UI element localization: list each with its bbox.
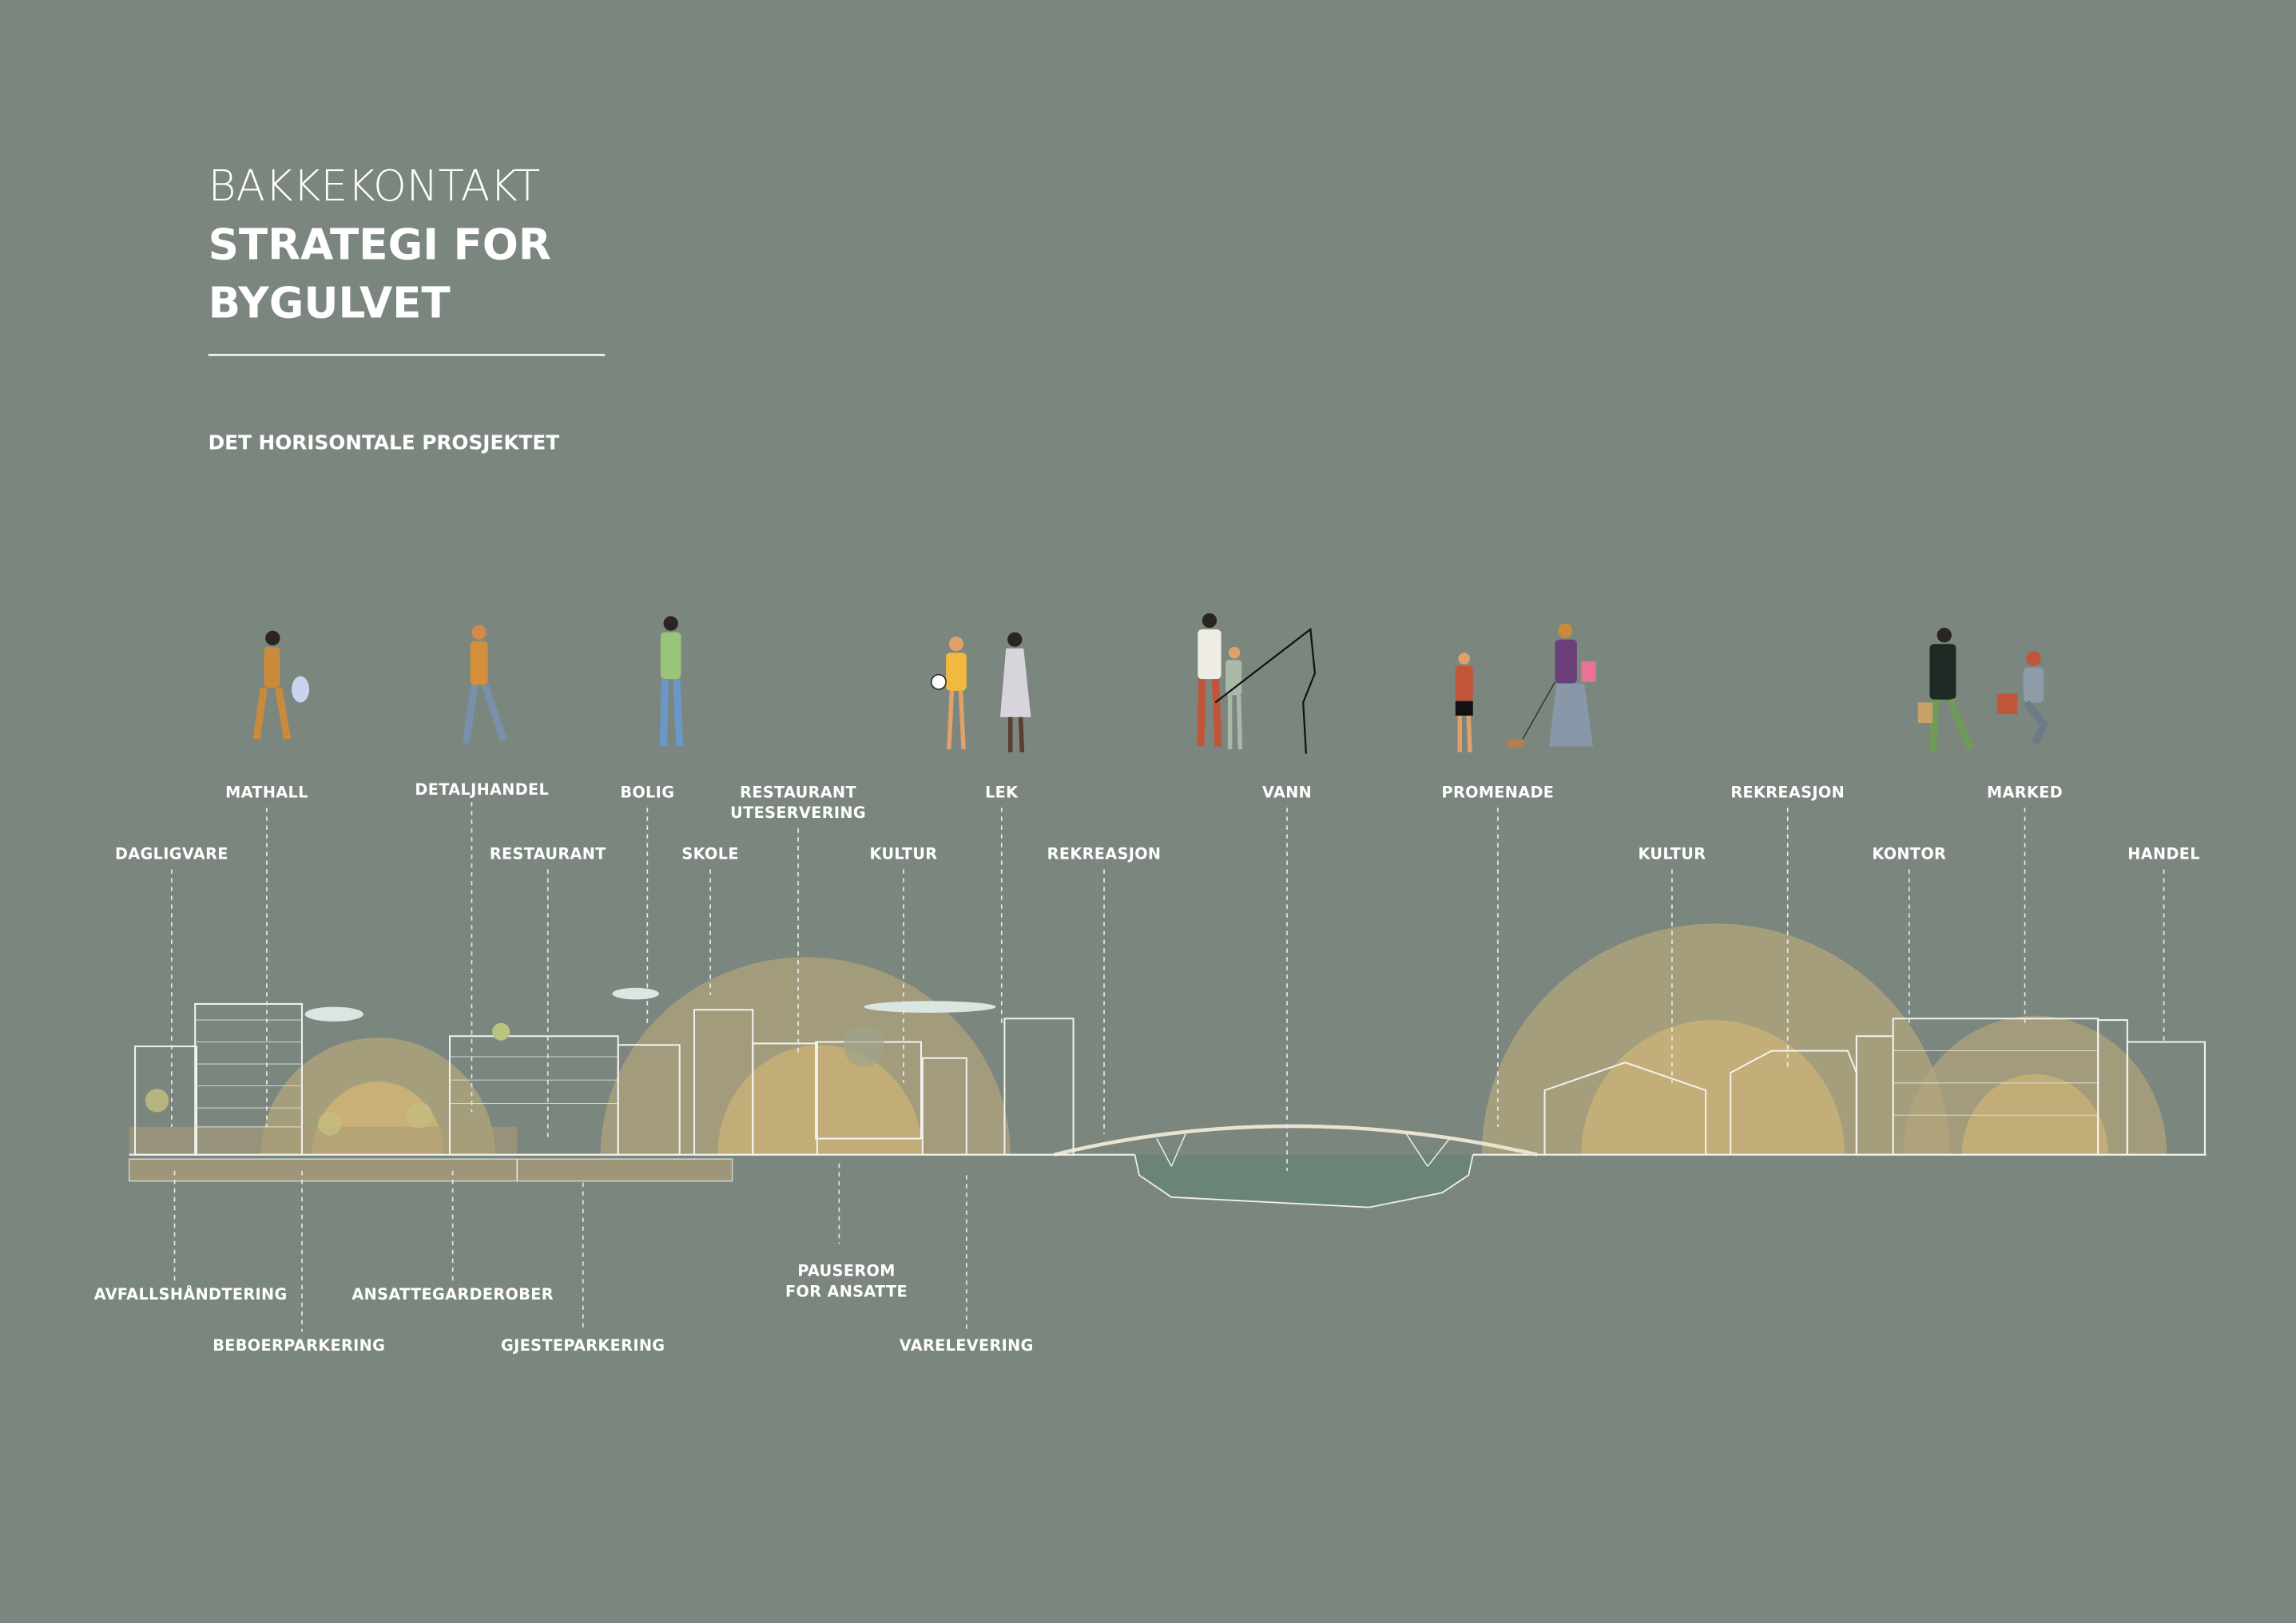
labels-top: MATHALL DETALJHANDEL BOLIG RESTAURANT UT… [115,780,2200,863]
bridge [1054,1124,1538,1157]
label-dagligvare: DAGLIGVARE [115,845,228,863]
label-lek: LEK [985,784,1019,802]
label-skole: SKOLE [681,845,738,863]
label-kultur-left: KULTUR [870,845,938,863]
label-detaljhandel: DETALJHANDEL [415,780,549,799]
water-basin [1134,1154,1474,1208]
label-beboerparkering: BEBOERPARKERING [213,1336,385,1355]
label-avfallshandtering: AVFALLSHÅNDTERING [94,1284,288,1304]
label-ansattegarderober: ANSATTEGARDEROBER [352,1285,553,1304]
subtitle: DET HORISONTALE PROSJEKTET [209,431,560,454]
haze-dome-far-right-inner [1961,1073,2108,1155]
children-ball-icon [931,632,1031,752]
historic-building [1543,1061,1707,1155]
label-bolig: BOLIG [620,784,674,802]
people-figures [252,613,2048,754]
title-line-3: BYGULVET [209,279,451,328]
label-restaurant: RESTAURANT [490,845,606,863]
label-pauserom-2: FOR ANSATTE [785,1282,908,1300]
label-mathall: MATHALL [225,784,308,802]
label-rekreasjon-right: REKREASJON [1730,784,1845,802]
label-promenade: PROMENADE [1442,784,1555,802]
activity-haze [260,923,2167,1155]
label-kontor: KONTOR [1872,845,1946,863]
person-fishing-icon [1197,613,1317,754]
people-market-icon [1917,628,2048,753]
person-shopper-icon [252,630,310,740]
buildings [134,987,2206,1156]
person-with-dog-icon [1455,623,1596,752]
person-standing-icon [659,616,684,747]
label-kultur-right: KULTUR [1638,845,1706,863]
title-line-2: STRATEGI FOR [209,220,551,269]
leader-lines [171,802,2165,1332]
label-varelevering: VARELEVERING [900,1336,1034,1355]
label-restaurant-uteservering-1: RESTAURANT [740,784,856,802]
label-restaurant-uteservering-2: UTESERVERING [730,804,866,822]
basement [128,1158,733,1182]
fishing-rod-icon [1214,627,1317,754]
person-walking-bag-icon [462,625,508,744]
title-line-1: BAKKEKONTAKT [209,161,541,211]
label-vann: VANN [1262,784,1312,802]
label-pauserom-1: PAUSEROM [797,1262,895,1280]
haze-dome-right-inner [1581,1020,1845,1155]
haze-dome-center-inner [717,1045,923,1155]
label-rekreasjon-left: REKREASJON [1047,845,1162,863]
labels-bottom: AVFALLSHÅNDTERING ANSATTEGARDEROBER PAUS… [94,1262,1034,1355]
label-marked: MARKED [1987,784,2063,802]
label-gjesteparkering: GJESTEPARKERING [501,1336,665,1355]
title-block: BAKKEKONTAKT STRATEGI FOR BYGULVET DET H… [208,161,606,454]
label-handel: HANDEL [2127,845,2200,863]
